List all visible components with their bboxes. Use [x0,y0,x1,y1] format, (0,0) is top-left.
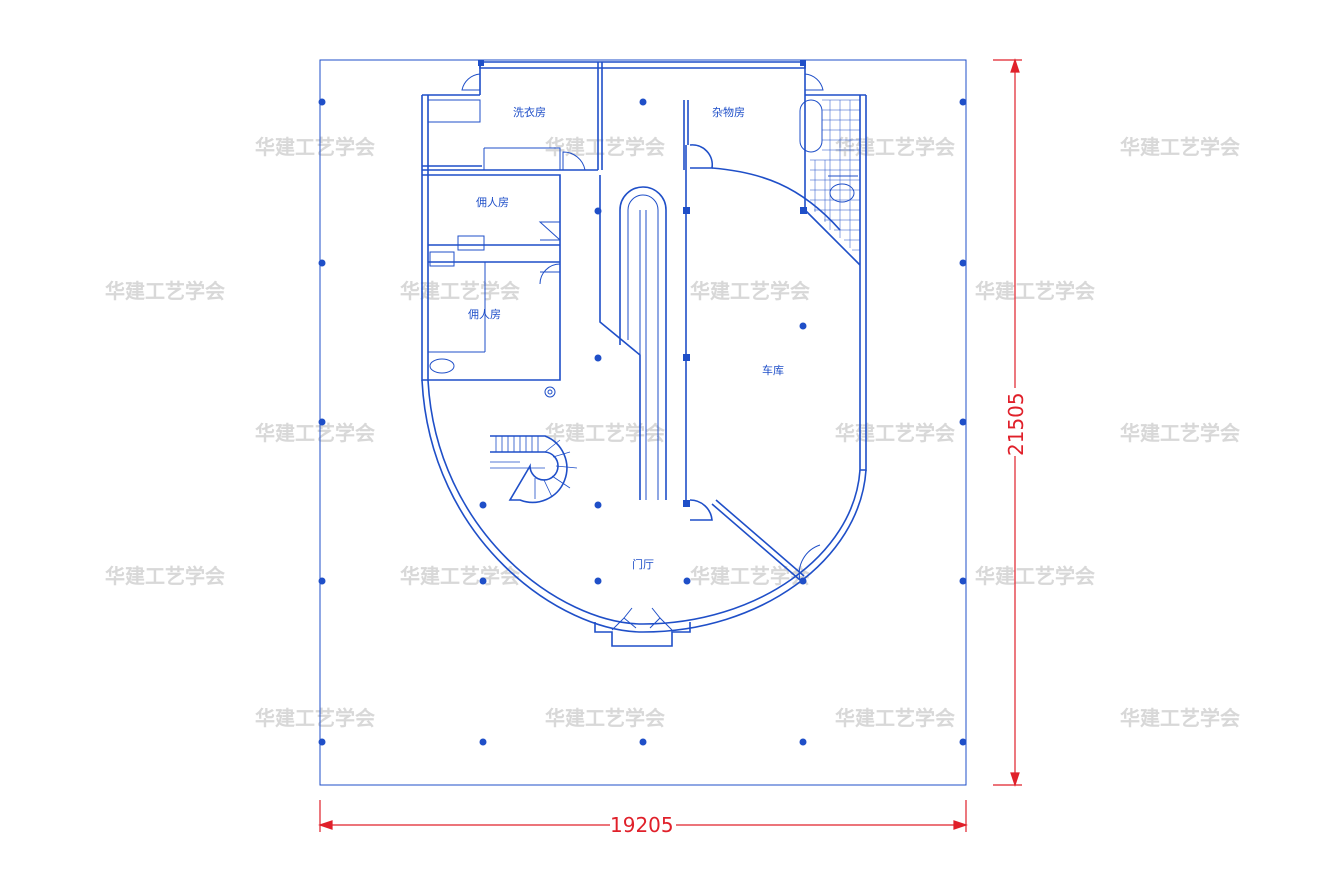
watermark-text: 华建工艺学会 [255,421,375,445]
watermark-layer: 华建工艺学会 华建工艺学会 华建工艺学会 华建工艺学会 华建工艺学会 华建工艺学… [105,135,1240,730]
ramp [599,145,687,500]
watermark-text: 华建工艺学会 [1120,135,1240,159]
watermark-text: 华建工艺学会 [690,279,810,303]
top-rooms [422,62,824,171]
room-labels: 洗衣房 杂物房 佣人房 佣人房 车库 门厅 [468,105,784,571]
room-label-servant-1: 佣人房 [476,196,509,209]
watermark-text: 华建工艺学会 [255,706,375,730]
watermark-text: 华建工艺学会 [1120,706,1240,730]
watermark-text: 华建工艺学会 [105,564,225,588]
spiral-staircase [490,435,578,504]
watermark-text: 华建工艺学会 [545,135,665,159]
watermark-text: 华建工艺学会 [255,135,375,159]
watermark-text: 华建工艺学会 [545,421,665,445]
structural-columns [318,60,967,746]
watermark-text: 华建工艺学会 [400,279,520,303]
watermark-text: 华建工艺学会 [835,421,955,445]
room-label-laundry: 洗衣房 [513,105,546,119]
servant-rooms [422,174,561,398]
dimension-vertical: 21505 [993,58,1028,787]
entrance-door [594,607,691,647]
room-label-servant-2: 佣人房 [468,308,501,321]
room-label-foyer: 门厅 [632,557,654,571]
dimension-height-label: 21505 [1004,392,1028,456]
room-label-garage: 车库 [762,363,784,377]
garage-walls [689,144,841,581]
bathroom [799,95,861,266]
room-label-storage: 杂物房 [712,105,745,119]
watermark-text: 华建工艺学会 [975,564,1095,588]
watermark-text: 华建工艺学会 [690,564,810,588]
watermark-text: 华建工艺学会 [835,135,955,159]
watermark-text: 华建工艺学会 [1120,421,1240,445]
watermark-text: 华建工艺学会 [400,564,520,588]
dimension-width-label: 19205 [610,813,674,837]
dimension-horizontal: 19205 [318,800,968,837]
watermark-text: 华建工艺学会 [545,706,665,730]
watermark-text: 华建工艺学会 [105,279,225,303]
watermark-text: 华建工艺学会 [975,279,1095,303]
watermark-text: 华建工艺学会 [835,706,955,730]
